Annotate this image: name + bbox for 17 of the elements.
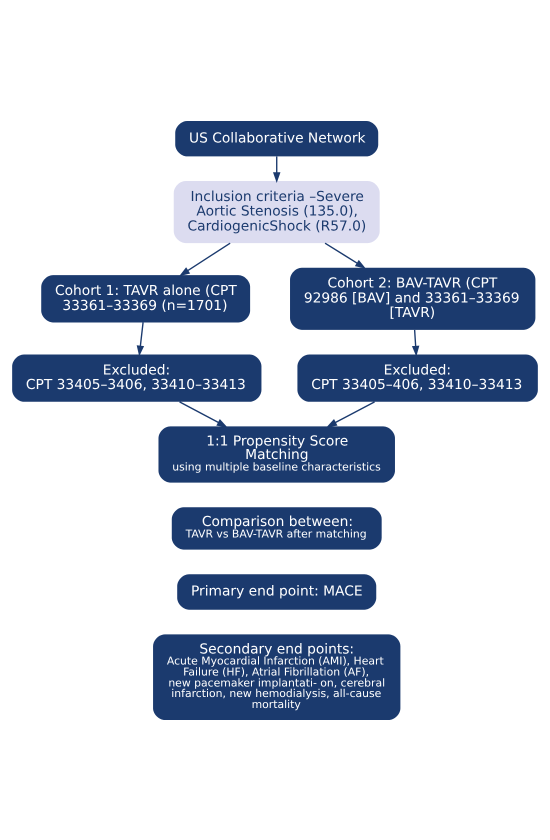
arrow: [326, 400, 375, 427]
node-box: Inclusion criteria –Severe Aortic Stenosis (135.0), CardiogenicShock (R57.0): [174, 180, 380, 243]
arrow: [324, 242, 366, 268]
arrow: [179, 242, 231, 276]
arrow: [179, 400, 228, 427]
node-box: Primary end point: MACE: [177, 574, 376, 610]
node-box: Comparison between: TAVR vs BAV-TAVR after matching: [172, 506, 382, 550]
arrow: [273, 156, 280, 182]
node-box: 1:1 Propensity Score Matching using multiple baseline characteristics: [158, 426, 395, 482]
arrow: [136, 322, 144, 356]
node-box: Cohort 1: TAVR alone (CPT 33361–33369 (n=1701): [41, 274, 250, 322]
arrow: [412, 329, 420, 356]
node-box: Secondary end points: Acute Myocardial Infarction (AMI), Heart Failure (HF), Atrial Fibrillation (AF), new pacemaker implantati- on, cerebral infarction, new hemodialysis, all-cause mortality: [153, 634, 400, 720]
node-box: Excluded: CPT 33405–406, 33410–33413: [297, 354, 538, 402]
node-box: Cohort 2: BAV-TAVR (CPT 92986 [BAV] and 33361–33369 [TAVR): [290, 267, 536, 330]
node-box: Excluded: CPT 33405–3406, 33410–33413: [12, 354, 262, 402]
node-box: US Collaborative Network: [175, 120, 378, 156]
